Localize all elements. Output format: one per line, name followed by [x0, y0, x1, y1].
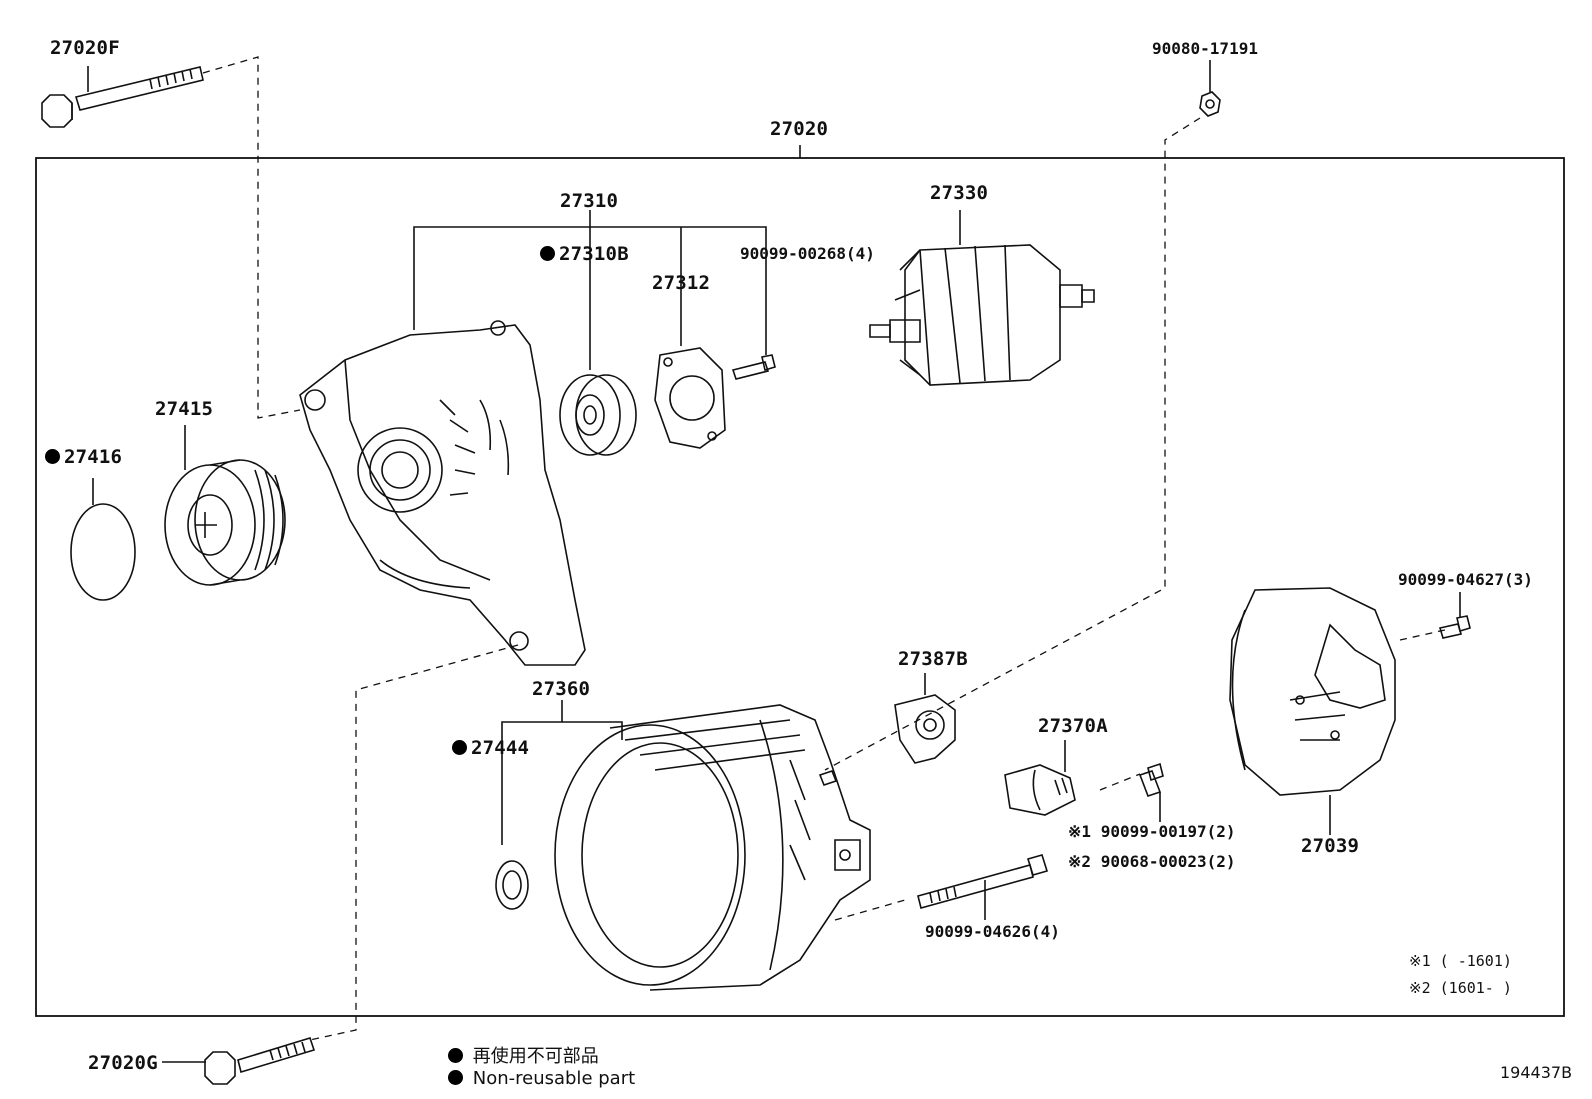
- rotor-27330: [869, 244, 1095, 386]
- regulator-27370a: [1004, 764, 1076, 816]
- bearing-27310b: [559, 374, 637, 456]
- part-27310[interactable]: 27310: [560, 190, 619, 212]
- part-27360[interactable]: 27360: [532, 678, 591, 700]
- cap-27416: [70, 503, 136, 601]
- part-27310b-row[interactable]: 27310B: [540, 243, 629, 265]
- date-note-2: ※2 (1601- ): [1409, 979, 1512, 997]
- part-27416-row[interactable]: 27416: [45, 446, 122, 468]
- part-90068-00023: 90068-00023(2): [1100, 852, 1236, 871]
- legend-english: Non-reusable part: [448, 1068, 635, 1089]
- legend-japanese: 再使用不可部品: [448, 1042, 599, 1068]
- washer-27444: [495, 860, 529, 910]
- date-note-1: ※1 ( -1601): [1409, 952, 1512, 970]
- part-27020f[interactable]: 27020F: [50, 37, 120, 59]
- rear-cover-27039: [1229, 587, 1396, 796]
- part-27416: 27416: [64, 446, 123, 468]
- part-90080-17191[interactable]: 90080-17191: [1152, 39, 1258, 58]
- nut-90080-17191: [1199, 91, 1221, 117]
- marker-1: ※1: [1068, 822, 1092, 841]
- screw-90099-00197: [1138, 762, 1164, 798]
- legend-en-text: Non-reusable part: [472, 1068, 636, 1089]
- leader-27310: [413, 210, 767, 370]
- part-27444-row[interactable]: 27444: [452, 737, 529, 759]
- non-reusable-dot-icon: [45, 449, 60, 464]
- marker-2: ※2: [1068, 852, 1092, 871]
- pulley-27415: [164, 459, 286, 586]
- legend-jp-text: 再使用不可部品: [472, 1046, 599, 1067]
- part-90099-00268[interactable]: 90099-00268(4): [740, 244, 875, 263]
- bolt-27020g: [204, 1037, 316, 1085]
- part-27415[interactable]: 27415: [155, 398, 214, 420]
- part-27310b: 27310B: [559, 243, 629, 265]
- part-27020[interactable]: 27020: [770, 118, 829, 140]
- part-90099-04626[interactable]: 90099-04626(4): [925, 922, 1060, 941]
- part-27330[interactable]: 27330: [930, 182, 989, 204]
- part-90099-04627[interactable]: 90099-04627(3): [1398, 570, 1533, 589]
- retainer-27312: [654, 347, 726, 449]
- non-reusable-dot-icon: [452, 740, 467, 755]
- part-27020g[interactable]: 27020G: [88, 1052, 158, 1074]
- non-reusable-dot-icon: [540, 246, 555, 261]
- assembly-frame: [35, 157, 1565, 1017]
- figure-id: 194437B: [1500, 1063, 1573, 1082]
- stator-27360: [554, 704, 871, 991]
- part-27039[interactable]: 27039: [1301, 835, 1360, 857]
- drive-end-frame: [299, 320, 586, 666]
- part-90099-00197-row[interactable]: ※1 90099-00197(2): [1068, 822, 1236, 841]
- bolt-27020f: [41, 66, 204, 128]
- non-reusable-dot-icon: [448, 1048, 463, 1063]
- leader-27360: [501, 700, 623, 845]
- part-90068-00023-row[interactable]: ※2 90068-00023(2): [1068, 852, 1236, 871]
- part-27387b[interactable]: 27387B: [898, 648, 968, 670]
- non-reusable-dot-icon: [448, 1070, 463, 1085]
- part-90099-00197: 90099-00197(2): [1100, 822, 1236, 841]
- part-27370a[interactable]: 27370A: [1038, 715, 1108, 737]
- brush-holder-27387b: [894, 694, 956, 764]
- screw-90099-00268: [731, 354, 776, 380]
- bolt-90099-04626: [917, 854, 1049, 909]
- part-27312[interactable]: 27312: [652, 272, 711, 294]
- screw-90099-04627: [1438, 615, 1471, 639]
- part-27444: 27444: [471, 737, 530, 759]
- dashed-guides: [202, 56, 1446, 1041]
